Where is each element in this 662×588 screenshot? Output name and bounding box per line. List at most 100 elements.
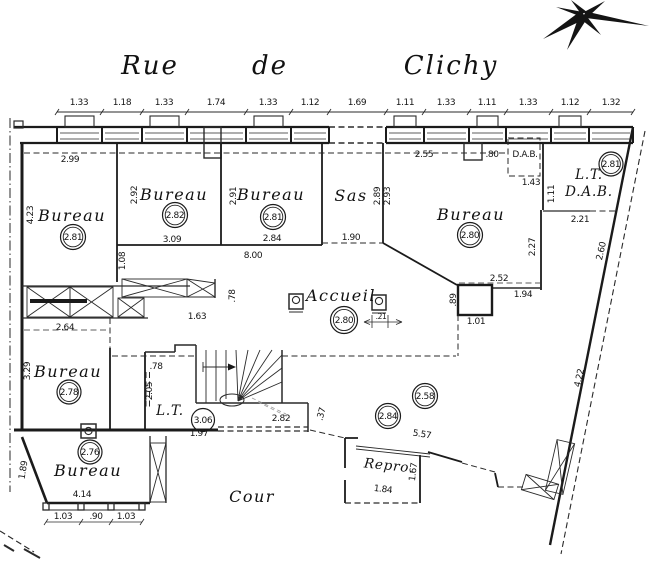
dim-184: 1.84 — [373, 484, 393, 496]
badge-cour: 2.58 — [411, 382, 439, 410]
room-sas-label: Sas — [334, 186, 367, 205]
room-bureau-sw-label: Bureau — [53, 461, 122, 480]
bottom-dim-1: .90 — [89, 512, 103, 522]
dim-194: 1.94 — [514, 290, 533, 300]
dim-078: .78 — [228, 289, 238, 303]
top-dim-1: 1.18 — [113, 98, 132, 108]
counter-bar — [30, 299, 87, 303]
dim-163: 1.63 — [188, 312, 206, 322]
top-dim-4: 1.33 — [259, 98, 277, 108]
street-name: Rue de Clichy — [120, 51, 499, 81]
badge-bureau-nw-value: 2.81 — [64, 233, 82, 243]
badge-bureau-w: 2.78 — [56, 379, 82, 405]
room-lt-dab-line1: L.T. — [574, 167, 603, 183]
badge-bureau-n2: 2.82 — [161, 201, 189, 229]
top-dimension-chain: 1.33 1.18 1.33 1.74 1.33 1.12 1.69 1.11 … — [54, 98, 636, 116]
badge-bureau-n3: 2.81 — [259, 203, 287, 231]
street-word-3: Clichy — [404, 51, 499, 81]
staircase — [202, 349, 291, 419]
dim-264: 2.64 — [56, 323, 75, 333]
boundary-lines — [0, 118, 646, 559]
dim-221: 2.21 — [571, 215, 589, 225]
room-bureau-ne-label: Bureau — [436, 205, 505, 224]
dim-021-mark: .21 — [363, 312, 403, 328]
top-dim-3: 1.74 — [207, 98, 226, 108]
top-dim-12: 1.32 — [602, 98, 620, 108]
walls — [14, 126, 635, 546]
dim-800: 8.00 — [244, 251, 263, 261]
badge-repro: 2.84 — [374, 402, 402, 430]
dim-252: 2.52 — [490, 274, 508, 284]
top-dim-2: 1.33 — [155, 98, 173, 108]
bottom-dim-2: 1.03 — [117, 512, 135, 522]
dim-167: 1.67 — [408, 462, 420, 482]
dim-101: 1.01 — [467, 317, 485, 327]
top-dim-5: 1.12 — [301, 98, 319, 108]
badge-bureau-ne-value: 2.80 — [461, 231, 480, 241]
room-bureau-n3-label: Bureau — [236, 185, 305, 204]
facade-wall — [13, 115, 634, 161]
dim-292: 2.92 — [130, 186, 140, 204]
column-symbols — [80, 293, 387, 439]
hatched-storage — [26, 278, 576, 503]
dim-078b: .78 — [149, 362, 163, 372]
badge-lt-center-value: 3.06 — [194, 416, 213, 426]
dimension-texts: 2.99 4.23 2.92 3.09 1.08 2.91 2.84 8.00 … — [18, 150, 609, 500]
dim-227: 2.27 — [528, 238, 538, 256]
room-dab-top-label: D.A.B. — [512, 150, 537, 160]
badge-bureau-sw-value: 2.76 — [81, 448, 100, 458]
bottom-dim-0: 1.03 — [54, 512, 72, 522]
room-labels: Bureau Bureau Bureau Sas Bureau D.A.B. L… — [33, 150, 613, 506]
dim-205: 2.05 — [145, 382, 155, 400]
top-dim-6: 1.69 — [348, 98, 367, 108]
dim-329: 3.29 — [23, 361, 33, 380]
dim-260: 2.60 — [595, 240, 609, 261]
badge-bureau-w-value: 2.78 — [60, 388, 79, 398]
dim-037: .37 — [315, 407, 328, 422]
height-badges: 2.81 2.82 2.81 2.80 2.81 2.80 2.78 3.06 — [56, 151, 624, 465]
badge-repro-value: 2.84 — [379, 412, 398, 422]
top-dim-9: 1.11 — [478, 98, 496, 108]
dim-021: .21 — [376, 312, 387, 321]
dim-111: 1.11 — [547, 185, 557, 203]
bottom-window-band: 1.03 .90 1.03 — [42, 502, 146, 526]
dim-422: 4.22 — [573, 368, 587, 388]
badge-bureau-n2-value: 2.82 — [166, 211, 184, 221]
dim-284: 2.84 — [263, 234, 282, 244]
room-accueil-label: Accueil — [304, 286, 376, 305]
badge-lt-dab-value: 2.81 — [602, 160, 620, 170]
room-lt-center-label: L.T. — [155, 403, 184, 419]
dim-089: .89 — [449, 293, 459, 307]
room-bureau-n2-label: Bureau — [139, 185, 208, 204]
dim-293: 2.93 — [383, 187, 393, 205]
dim-289: 2.89 — [373, 186, 383, 205]
dashed-lines — [24, 137, 541, 504]
dim-309: 3.09 — [163, 235, 182, 245]
badge-bureau-n3-value: 2.81 — [264, 213, 282, 223]
room-repro-label: Repro. — [362, 455, 415, 476]
dim-197: 1.97 — [190, 429, 208, 439]
dim-414: 4.14 — [73, 490, 92, 500]
dim-423: 4.23 — [26, 206, 36, 224]
wall-notch — [463, 142, 483, 161]
top-dim-0: 1.33 — [70, 98, 88, 108]
dim-108: 1.08 — [118, 251, 128, 270]
room-lt-dab-line2: D.A.B. — [564, 184, 613, 200]
dim-299: 2.99 — [61, 155, 80, 165]
badge-lt-center: 3.06 — [190, 407, 216, 433]
street-word-1: Rue — [120, 51, 179, 81]
badge-bureau-ne: 2.80 — [456, 221, 484, 249]
badge-lt-dab: 2.81 — [598, 151, 624, 177]
dim-291: 2.91 — [229, 187, 239, 205]
entrance-recess — [203, 126, 222, 159]
dim-080: .80 — [485, 150, 499, 160]
room-bureau-nw-label: Bureau — [37, 206, 106, 225]
street-word-2: de — [252, 51, 288, 81]
dim-143: 1.43 — [522, 178, 540, 188]
badge-accueil-value: 2.80 — [335, 316, 354, 326]
top-dim-10: 1.33 — [519, 98, 537, 108]
duct-shaft — [456, 283, 494, 317]
stair-direction-arrow — [228, 363, 236, 371]
dim-255: 2.55 — [415, 150, 433, 160]
